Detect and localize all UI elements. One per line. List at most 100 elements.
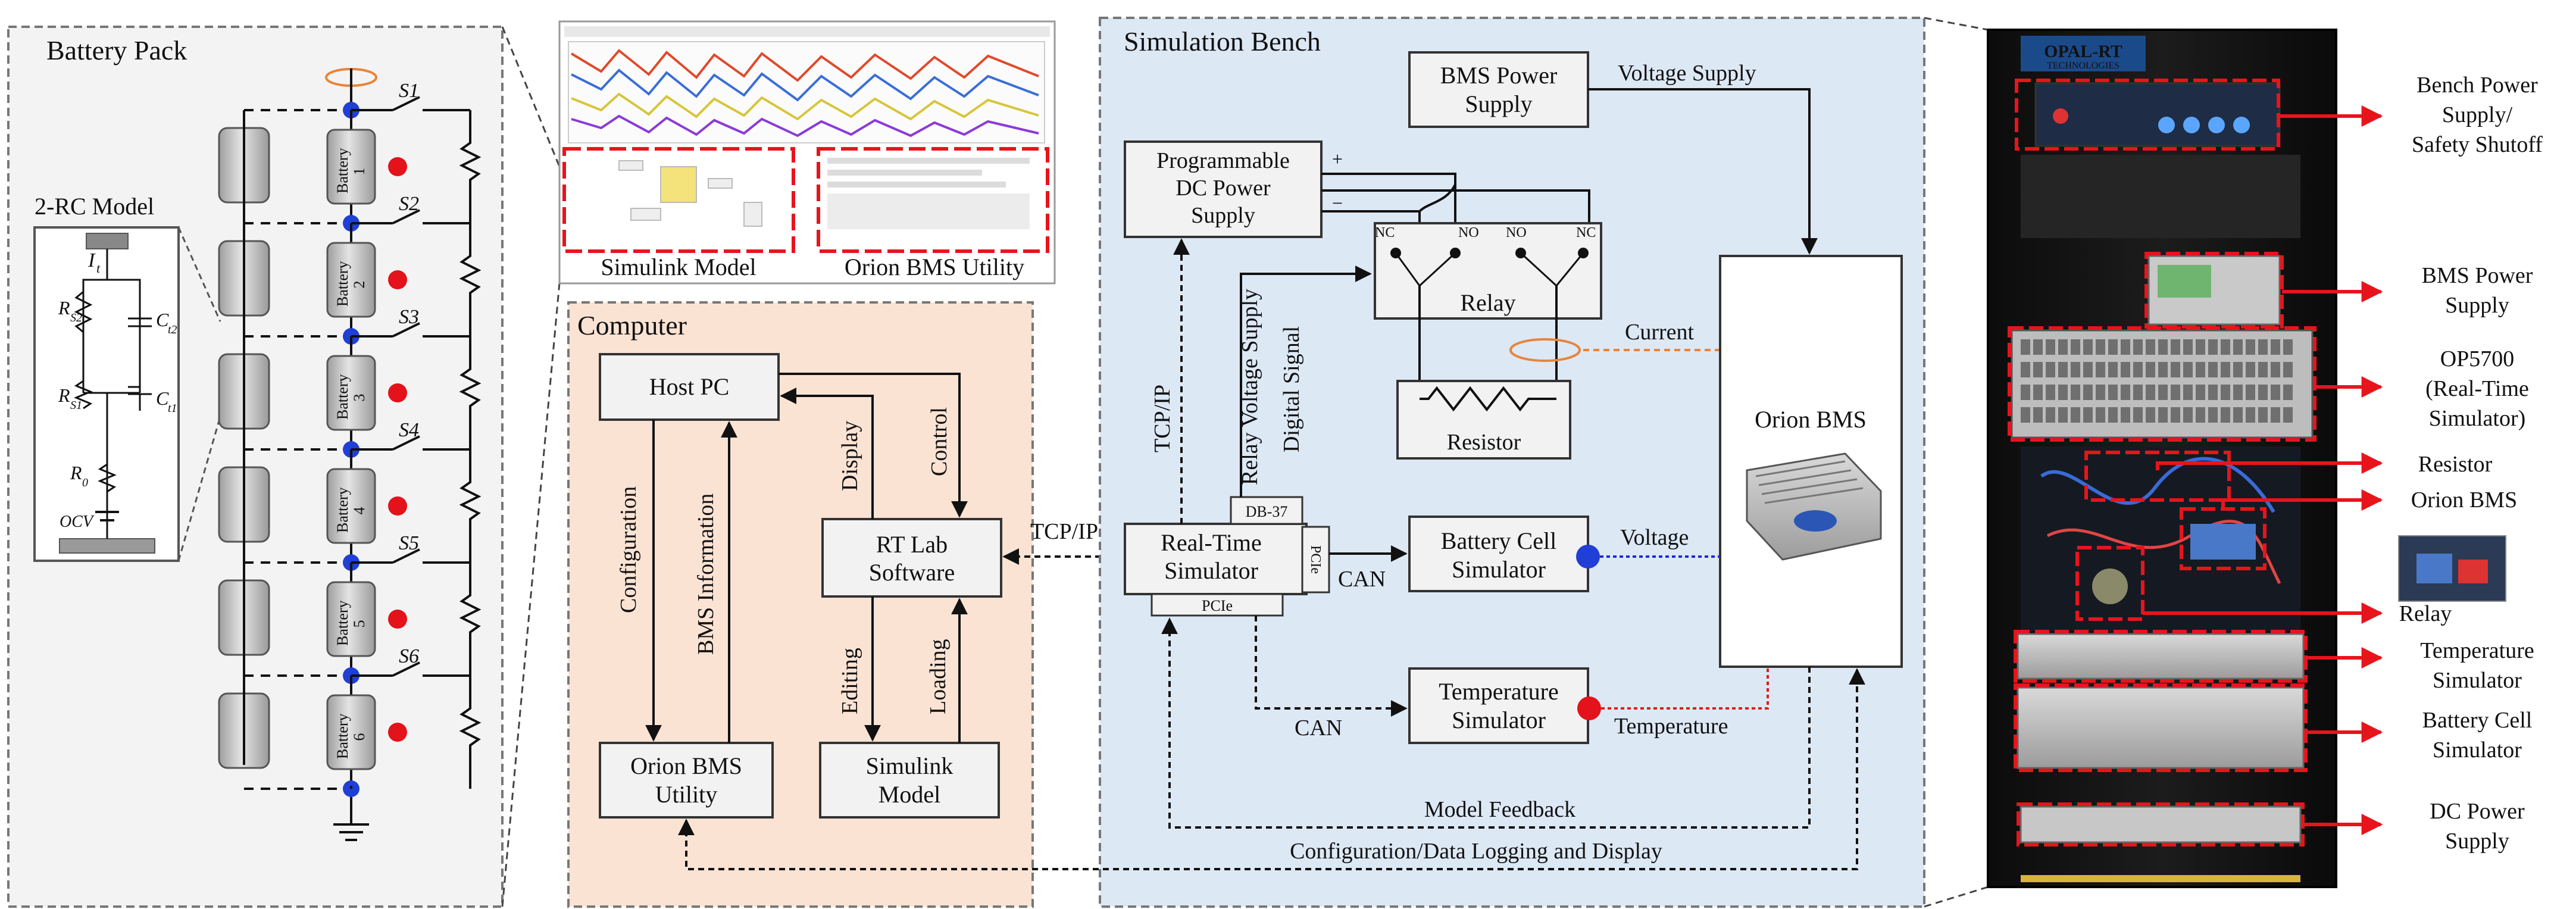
battery-pack-panel: Battery Pack 2-RC Model I t R S2 xyxy=(7,26,504,908)
pack-battery-number: 3 xyxy=(351,394,368,402)
op5700-port xyxy=(2021,339,2030,355)
op5700-port xyxy=(2258,339,2268,355)
op5700-port xyxy=(2171,339,2180,355)
op5700-port xyxy=(2058,407,2068,423)
bench-dc-power-box: Programmable DC Power Supply xyxy=(1124,140,1323,238)
op5700-port xyxy=(2196,362,2205,377)
pack-switch xyxy=(392,661,420,677)
relay-no1: NO xyxy=(1458,225,1479,240)
simulation-bench-panel: Simulation Bench BMS Power Supply Voltag… xyxy=(678,17,1925,908)
rt-lab-line1: RT Lab xyxy=(876,531,948,558)
can2-label: CAN xyxy=(1295,716,1342,741)
op5700-port xyxy=(2146,362,2155,377)
pack-battery-label: Battery xyxy=(334,261,351,307)
rack-label-dc-power-1: DC Power xyxy=(2430,799,2525,824)
op5700-port xyxy=(2183,407,2193,423)
pack-battery-number: 1 xyxy=(351,168,368,176)
dc-minus: − xyxy=(1332,192,1343,214)
rc-label-i: I xyxy=(87,249,96,271)
computer-panel: Computer Host PC RT Lab Software Orion B… xyxy=(567,301,1034,908)
rc-label-ocv: OCV xyxy=(60,513,95,531)
rc-label-c1: C xyxy=(156,388,169,409)
pack-battery-label: Battery xyxy=(334,600,351,646)
rack-label-op5700-3: Simulator) xyxy=(2429,406,2526,431)
simulink-model-box: Simulink Model xyxy=(819,742,1000,819)
orion-utility-line1: Orion BMS xyxy=(630,752,742,779)
op5700-port xyxy=(2121,339,2130,355)
op5700-port xyxy=(2021,407,2030,423)
rack-label-bench-power-3: Safety Shutoff xyxy=(2412,132,2543,157)
op5700-port xyxy=(2196,407,2205,423)
rack-label-bms-power-2: Supply xyxy=(2445,293,2509,318)
op5700-port xyxy=(2208,339,2218,355)
pack-switch xyxy=(392,322,420,338)
rt-lab-line2: Software xyxy=(869,559,955,586)
plot-strip xyxy=(568,41,1045,143)
pack-battery-cell xyxy=(326,581,376,657)
pack-battery-label: Battery xyxy=(334,374,351,420)
op5700-port xyxy=(2033,407,2043,423)
pack-battery-cell xyxy=(326,694,376,770)
op5700-port xyxy=(2271,407,2280,423)
pack-temp-sensor xyxy=(388,723,407,742)
rts-line2: Simulator xyxy=(1164,557,1258,584)
op5700-port xyxy=(2033,362,2043,377)
db37-label: DB-37 xyxy=(1246,503,1288,520)
battery-pack-title: Battery Pack xyxy=(46,35,187,65)
op5700-port xyxy=(2183,385,2193,400)
current-label: Current xyxy=(1625,320,1695,345)
op5700-port xyxy=(2221,362,2230,377)
voltage-label: Voltage xyxy=(1620,525,1689,550)
op5700-port xyxy=(2121,385,2130,400)
pack-temp-sensor xyxy=(388,157,407,176)
bench-resistor-box: Resistor xyxy=(1396,380,1571,460)
pack-bleed-resistor xyxy=(459,110,482,223)
op5700-port xyxy=(2133,385,2143,400)
pack-temp-sensor xyxy=(388,610,407,629)
rc-label-rs2: R xyxy=(58,297,70,318)
rack-label-bench-power-1: Bench Power xyxy=(2416,73,2538,98)
op5700-port xyxy=(2033,339,2043,355)
rack-label-battery-cell-2: Simulator xyxy=(2433,738,2522,763)
op5700-port xyxy=(2058,362,2068,377)
rts-line1: Real-Time xyxy=(1161,529,1262,556)
relay-label: Relay xyxy=(1460,289,1515,316)
model-feedback-label: Model Feedback xyxy=(1424,797,1575,822)
rc-label-c2: C xyxy=(156,309,169,330)
pack-battery-number: 6 xyxy=(351,733,368,741)
op5700-port xyxy=(2171,385,2180,400)
op5700-port xyxy=(2146,385,2155,400)
computer-title: Computer xyxy=(577,310,687,341)
simulink-line1: Simulink xyxy=(866,752,954,779)
rc-model-title: 2-RC Model xyxy=(35,193,154,220)
pack-battery-cell xyxy=(326,242,376,318)
op5700-port xyxy=(2258,407,2268,423)
pack-battery-number: 5 xyxy=(351,620,368,628)
rc-label-r0-sub: 0 xyxy=(82,476,88,489)
op5700-port xyxy=(2283,362,2293,377)
rc-label-rs1: R xyxy=(58,385,70,406)
op5700-port xyxy=(2183,362,2193,377)
op5700-port xyxy=(2033,385,2043,400)
rack-label-resistor: Resistor xyxy=(2418,452,2493,477)
rack-label-bench-power-2: Supply/ xyxy=(2442,102,2513,127)
digital-signal-label: Digital Signal xyxy=(1279,326,1304,452)
dc-power-line3: Supply xyxy=(1191,203,1255,228)
op5700-port xyxy=(2046,407,2055,423)
op5700-port xyxy=(2046,339,2055,355)
host-pc-box: Host PC xyxy=(599,353,780,421)
control-label: Control xyxy=(927,407,952,476)
orion-screenshot-label: Orion BMS Utility xyxy=(845,254,1024,280)
op5700-port xyxy=(2283,339,2293,355)
op5700-port xyxy=(2196,339,2205,355)
can1-label: CAN xyxy=(1338,567,1386,592)
loading-label: Loading xyxy=(926,639,951,714)
pcie-side-label: PCIe xyxy=(1308,545,1323,574)
voltage-supply-label: Voltage Supply xyxy=(1618,61,1756,86)
op5700-port xyxy=(2071,339,2080,355)
bench-rts-box: Real-Time Simulator DB-37 PCIe PCIe xyxy=(1124,496,1330,617)
relay-voltage-supply-label: Relay Voltage Supply xyxy=(1237,289,1262,485)
op5700-port xyxy=(2221,407,2230,423)
op5700-port xyxy=(2246,385,2255,400)
rack-label-bms-power-1: BMS Power xyxy=(2422,263,2533,288)
